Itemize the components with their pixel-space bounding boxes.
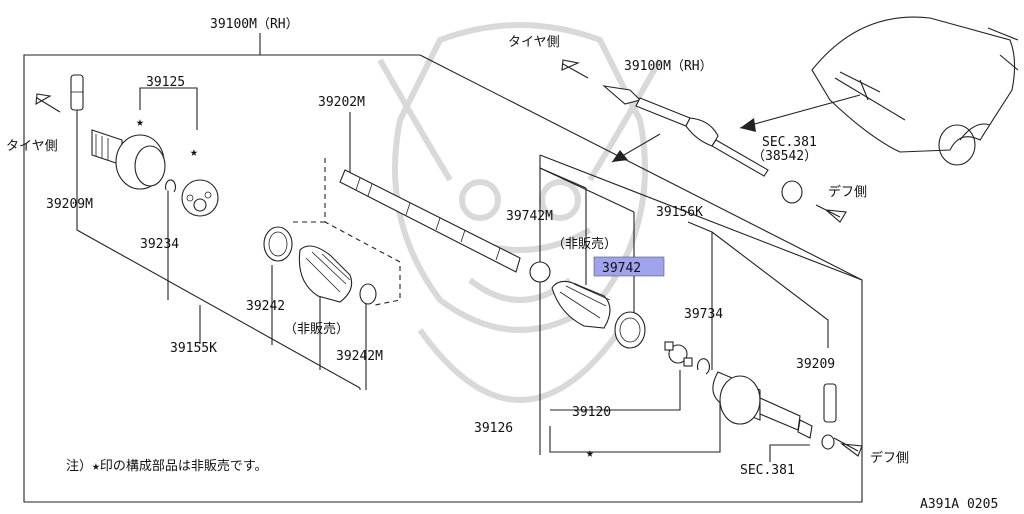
outer-cv-joint <box>91 129 166 190</box>
direction-arrows <box>35 59 863 457</box>
boot-band-39242M <box>359 283 377 305</box>
rod-39209 <box>823 383 837 423</box>
label-39742: 39742 <box>602 261 641 276</box>
label-sec381-a: SEC.381 <box>762 135 817 150</box>
boot-band-39242 <box>263 226 293 262</box>
band-39742M <box>529 261 551 283</box>
small-shaft-drawing <box>602 85 803 204</box>
label-39155K: 39155K <box>170 341 217 356</box>
star-mark-2: ★ <box>190 145 198 160</box>
label-39120: 39120 <box>572 405 611 420</box>
label-39156K: 39156K <box>656 205 703 220</box>
inner-bearing-39125 <box>181 179 219 217</box>
label-39126: 39126 <box>474 421 513 436</box>
star-mark-1: ★ <box>136 115 144 130</box>
inner-housing-39126 <box>712 371 813 439</box>
label-39125: 39125 <box>146 75 185 90</box>
label-tire-side-top: タイヤ側 <box>508 35 560 50</box>
car-illustration <box>811 16 1019 166</box>
leader-lines-left <box>76 87 367 390</box>
footnote: 注）★印の構成部品は非販売です。 <box>66 458 268 474</box>
assembly-frame-outer <box>23 33 863 503</box>
diagram-code: A391A 0205 <box>920 497 998 510</box>
snap-ring-39734 <box>696 358 711 375</box>
label-tire-side: タイヤ側 <box>6 139 58 154</box>
ring-sec381 <box>821 434 835 450</box>
dashed-boot-group <box>290 158 401 306</box>
label-39734: 39734 <box>684 307 723 322</box>
label-sec381-b: SEC.381 <box>740 463 795 478</box>
label-not-sold-2: （非販売） <box>552 236 617 252</box>
left-boot-band-rod <box>70 74 84 111</box>
label-39202M: 39202M <box>318 95 365 110</box>
drive-shaft-39202M <box>339 169 521 273</box>
label-car-part: 39100M（RH） <box>624 59 713 74</box>
label-39209: 39209 <box>796 357 835 372</box>
highlight-39742 <box>593 256 665 277</box>
label-diff-side: デフ側 <box>828 184 867 200</box>
label-39234: 39234 <box>140 237 179 252</box>
snap-ring-39234 <box>165 179 177 193</box>
tripod-joint-39120 <box>664 341 693 367</box>
star-mark-3: ★ <box>586 446 594 461</box>
label-not-sold-1: （非販売） <box>284 321 349 337</box>
band-39742 <box>614 311 646 349</box>
boot-outer <box>298 245 353 303</box>
boot-inner <box>551 280 611 329</box>
label-39209M: 39209M <box>46 197 93 212</box>
label-39742M: 39742M <box>506 209 553 224</box>
label-39242: 39242 <box>246 299 285 314</box>
label-39100M-top: 39100M（RH） <box>210 17 299 32</box>
label-diff-side-bottom: デフ側 <box>870 450 909 466</box>
label-sec381-a-sub: （38542） <box>752 149 817 164</box>
label-39242M: 39242M <box>336 349 383 364</box>
